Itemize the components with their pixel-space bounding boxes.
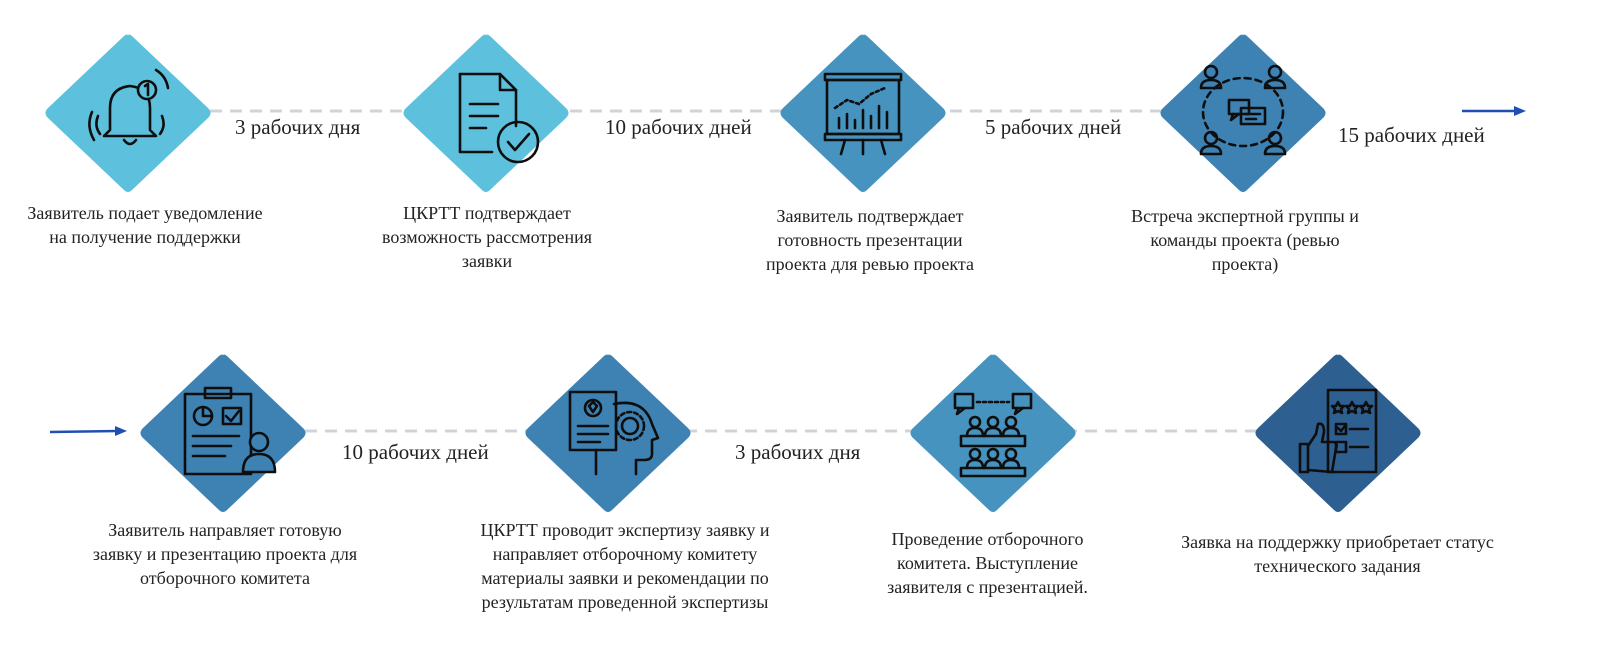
- step-1-diamond: [40, 30, 216, 196]
- step-4-diamond: [1155, 30, 1331, 196]
- step-5-label: Заявитель направляет готовую заявку и пр…: [92, 520, 358, 588]
- row1-duration-4: 15 рабочих дней: [1338, 123, 1485, 147]
- row1-duration-1: 3 рабочих дня: [235, 115, 361, 139]
- expert-review-icon: [568, 390, 660, 476]
- step-7-diamond: [905, 350, 1081, 516]
- bell-notification-icon: [88, 68, 170, 146]
- clipboard-report-icon: [183, 386, 277, 476]
- step-2-diamond: [398, 30, 574, 196]
- step-5-diamond: [135, 350, 311, 516]
- approved-document-icon: [1298, 388, 1378, 474]
- presentation-board-icon: [823, 72, 903, 156]
- step-6-label: ЦКРТТ проводит экспертизу заявку и напра…: [480, 520, 770, 612]
- row1-duration-3: 5 рабочих дней: [985, 115, 1122, 139]
- row1-exit-arrow: [1462, 106, 1526, 116]
- step-3-label: Заявитель подтверждает готовность презен…: [766, 206, 974, 274]
- team-meeting-icon: [1199, 64, 1287, 156]
- committee-audience-icon: [953, 392, 1033, 478]
- row2-duration-1: 10 рабочих дней: [342, 440, 489, 464]
- step-2-label: ЦКРТТ подтверждает возможность рассмотре…: [382, 203, 592, 271]
- row2-entry-arrow: [49, 426, 127, 436]
- step-4-label: Встреча экспертной группы и команды прое…: [1131, 206, 1359, 274]
- step-3-diamond: [775, 30, 951, 196]
- step-1-label: Заявитель подает уведомление на получени…: [27, 203, 263, 247]
- step-8-label: Заявка на поддержку приобретает статус т…: [1181, 532, 1494, 576]
- document-check-icon: [458, 72, 540, 164]
- step-7-label: Проведение отборочного комитета. Выступл…: [887, 529, 1088, 597]
- row2-duration-2: 3 рабочих дня: [735, 440, 861, 464]
- step-6-diamond: [520, 350, 696, 516]
- row1-duration-2: 10 рабочих дней: [605, 115, 752, 139]
- step-8-diamond: [1250, 350, 1426, 516]
